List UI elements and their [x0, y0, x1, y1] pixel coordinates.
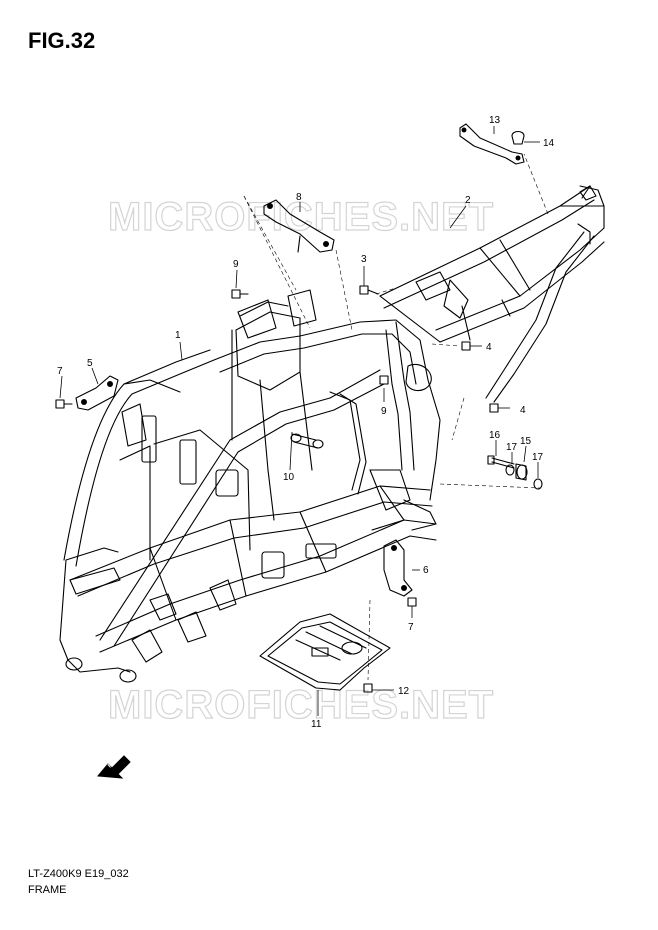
callout-9-upper: 9: [233, 259, 239, 270]
callout-8: 8: [296, 192, 302, 203]
callout-2: 2: [465, 195, 471, 206]
callout-leaders: [59, 126, 540, 716]
bracket-5: [75, 375, 119, 411]
callout-16: 16: [489, 430, 501, 441]
bracket-6: [383, 539, 413, 597]
callout-10: 10: [283, 472, 295, 483]
callout-17-left: 17: [506, 442, 518, 453]
callout-14: 14: [543, 138, 555, 149]
callout-17-right: 17: [532, 452, 544, 463]
forward-arrow-icon: FWD: [97, 755, 131, 779]
callout-7-right: 7: [408, 622, 414, 633]
callout-6: 6: [423, 565, 429, 576]
callout-15: 15: [520, 436, 532, 447]
callout-4-upper: 4: [486, 342, 492, 353]
assembly-dash-lines: [243, 153, 549, 681]
fasteners: [55, 130, 543, 693]
callout-11: 11: [311, 719, 322, 730]
callout-13: 13: [489, 115, 501, 126]
rubber-bumper-10: [290, 433, 324, 449]
watermark-top: MICROFICHES.NET: [108, 195, 494, 239]
bracket-13: [459, 123, 525, 165]
rear-subframe: [379, 185, 605, 403]
watermark-bottom: MICROFICHES.NET: [108, 683, 494, 727]
bracket-8: [263, 199, 335, 253]
figure-title: FIG.32: [28, 28, 96, 53]
callout-numbers: 1 2 3 4 4 5 6 7 7 8 9 9 10 11 12 13 14 1…: [57, 115, 555, 730]
skid-plate-11: [259, 613, 391, 691]
callout-12: 12: [398, 686, 410, 697]
callout-3: 3: [361, 254, 367, 265]
main-frame: [59, 289, 441, 683]
callout-9-lower: 9: [381, 406, 387, 417]
figure-name: FRAME: [28, 884, 67, 896]
figure-code: LT-Z400K9 E19_032: [28, 868, 129, 880]
callout-5: 5: [87, 358, 93, 369]
callout-1: 1: [175, 330, 181, 341]
callout-4-lower: 4: [520, 405, 526, 416]
callout-7-left: 7: [57, 366, 63, 377]
